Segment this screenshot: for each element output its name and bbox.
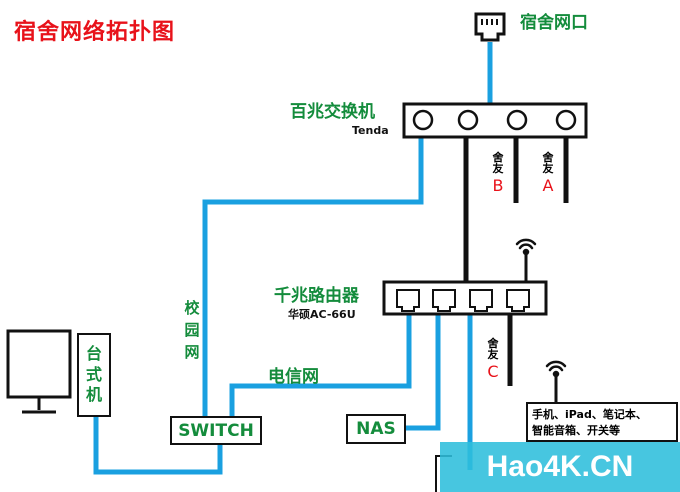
dorm-port-label: 宿舍网口 — [520, 13, 588, 33]
nas-box: NAS — [346, 414, 406, 444]
switch-100m-body — [402, 102, 588, 139]
roommate-a-label: 舍友 A — [542, 151, 554, 195]
switch-port-circles — [412, 109, 577, 131]
telecom-net-label: 电信网 — [268, 367, 319, 387]
cable-router-to-nas — [405, 314, 441, 431]
desktop-box: 台式机 — [77, 333, 111, 417]
switch-box-label: SWITCH — [178, 420, 254, 441]
wireless-devices-line1: 手机、iPad、笔记本、 — [532, 408, 647, 421]
router-port-icons — [396, 289, 530, 312]
roommate-c-label: 舍友 C — [487, 337, 499, 381]
wireless-devices-box: 手机、iPad、笔记本、 智能音箱、开关等 — [526, 402, 678, 442]
monitor-icon — [6, 329, 72, 414]
cable-switchbox-to-desktop — [93, 413, 223, 475]
desktop-label: 台式机 — [85, 343, 102, 405]
switch-100m-label: 百兆交换机 — [290, 102, 375, 122]
roommate-b-label: 舍友 B — [492, 151, 504, 195]
ethernet-port-icon — [474, 12, 506, 42]
nas-label: NAS — [356, 419, 396, 439]
cable-router-to-switchbox — [229, 314, 412, 417]
cable-campus-switch-to-switchbox — [202, 137, 424, 417]
page-title: 宿舍网络拓扑图 — [14, 20, 176, 45]
switch-box: SWITCH — [170, 416, 262, 445]
campus-net-label: 校园网 — [184, 299, 200, 361]
router-model: 华硕AC-66U — [288, 308, 356, 321]
watermark: Hao4K.CN — [440, 442, 680, 492]
wifi-icon — [545, 360, 567, 378]
wifi-icon — [515, 238, 537, 256]
switch-100m-brand: Tenda — [352, 124, 389, 137]
router-label: 千兆路由器 — [274, 286, 359, 306]
wireless-devices-line2: 智能音箱、开关等 — [532, 423, 620, 437]
